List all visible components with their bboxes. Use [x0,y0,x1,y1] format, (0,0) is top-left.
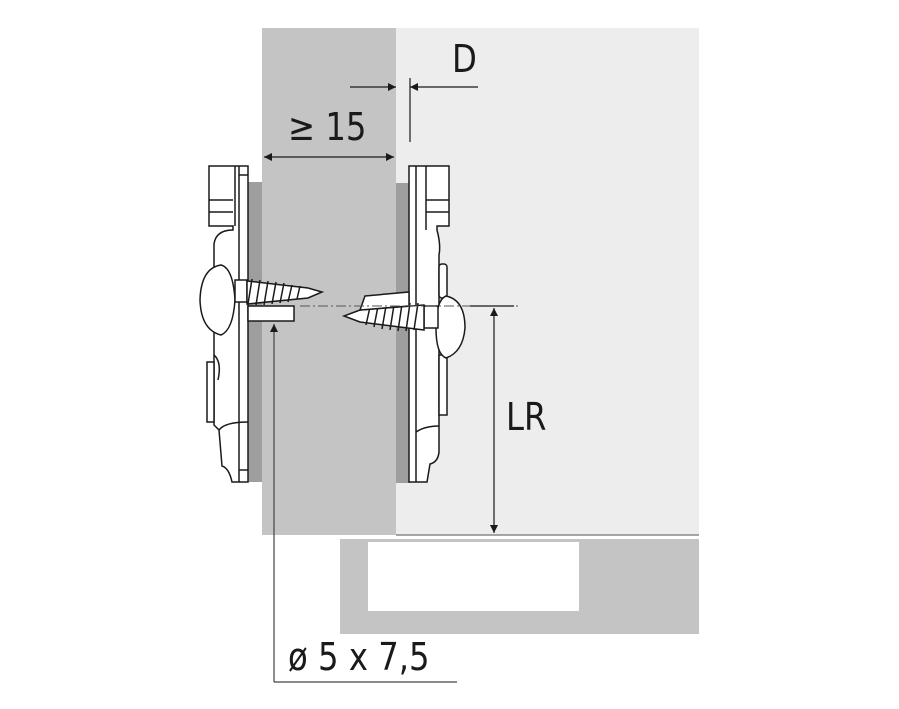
bottom-opening [368,542,579,611]
dimension-lr [470,305,514,533]
dimension-d [350,78,478,142]
left-mounting-plate [199,165,325,483]
side-panel-dark [262,28,396,535]
left-plate-shadow [248,182,262,482]
right-plate-shadow [396,183,410,483]
right-mounting-plate [341,165,466,483]
screw-size-label: ø 5 x 7,5 [288,635,430,679]
screw-leader [270,324,457,683]
dimension-lr-label: LR [506,395,547,439]
dimension-d-label: D [452,37,477,81]
min-distance-label: ≥ 15 [288,105,367,149]
